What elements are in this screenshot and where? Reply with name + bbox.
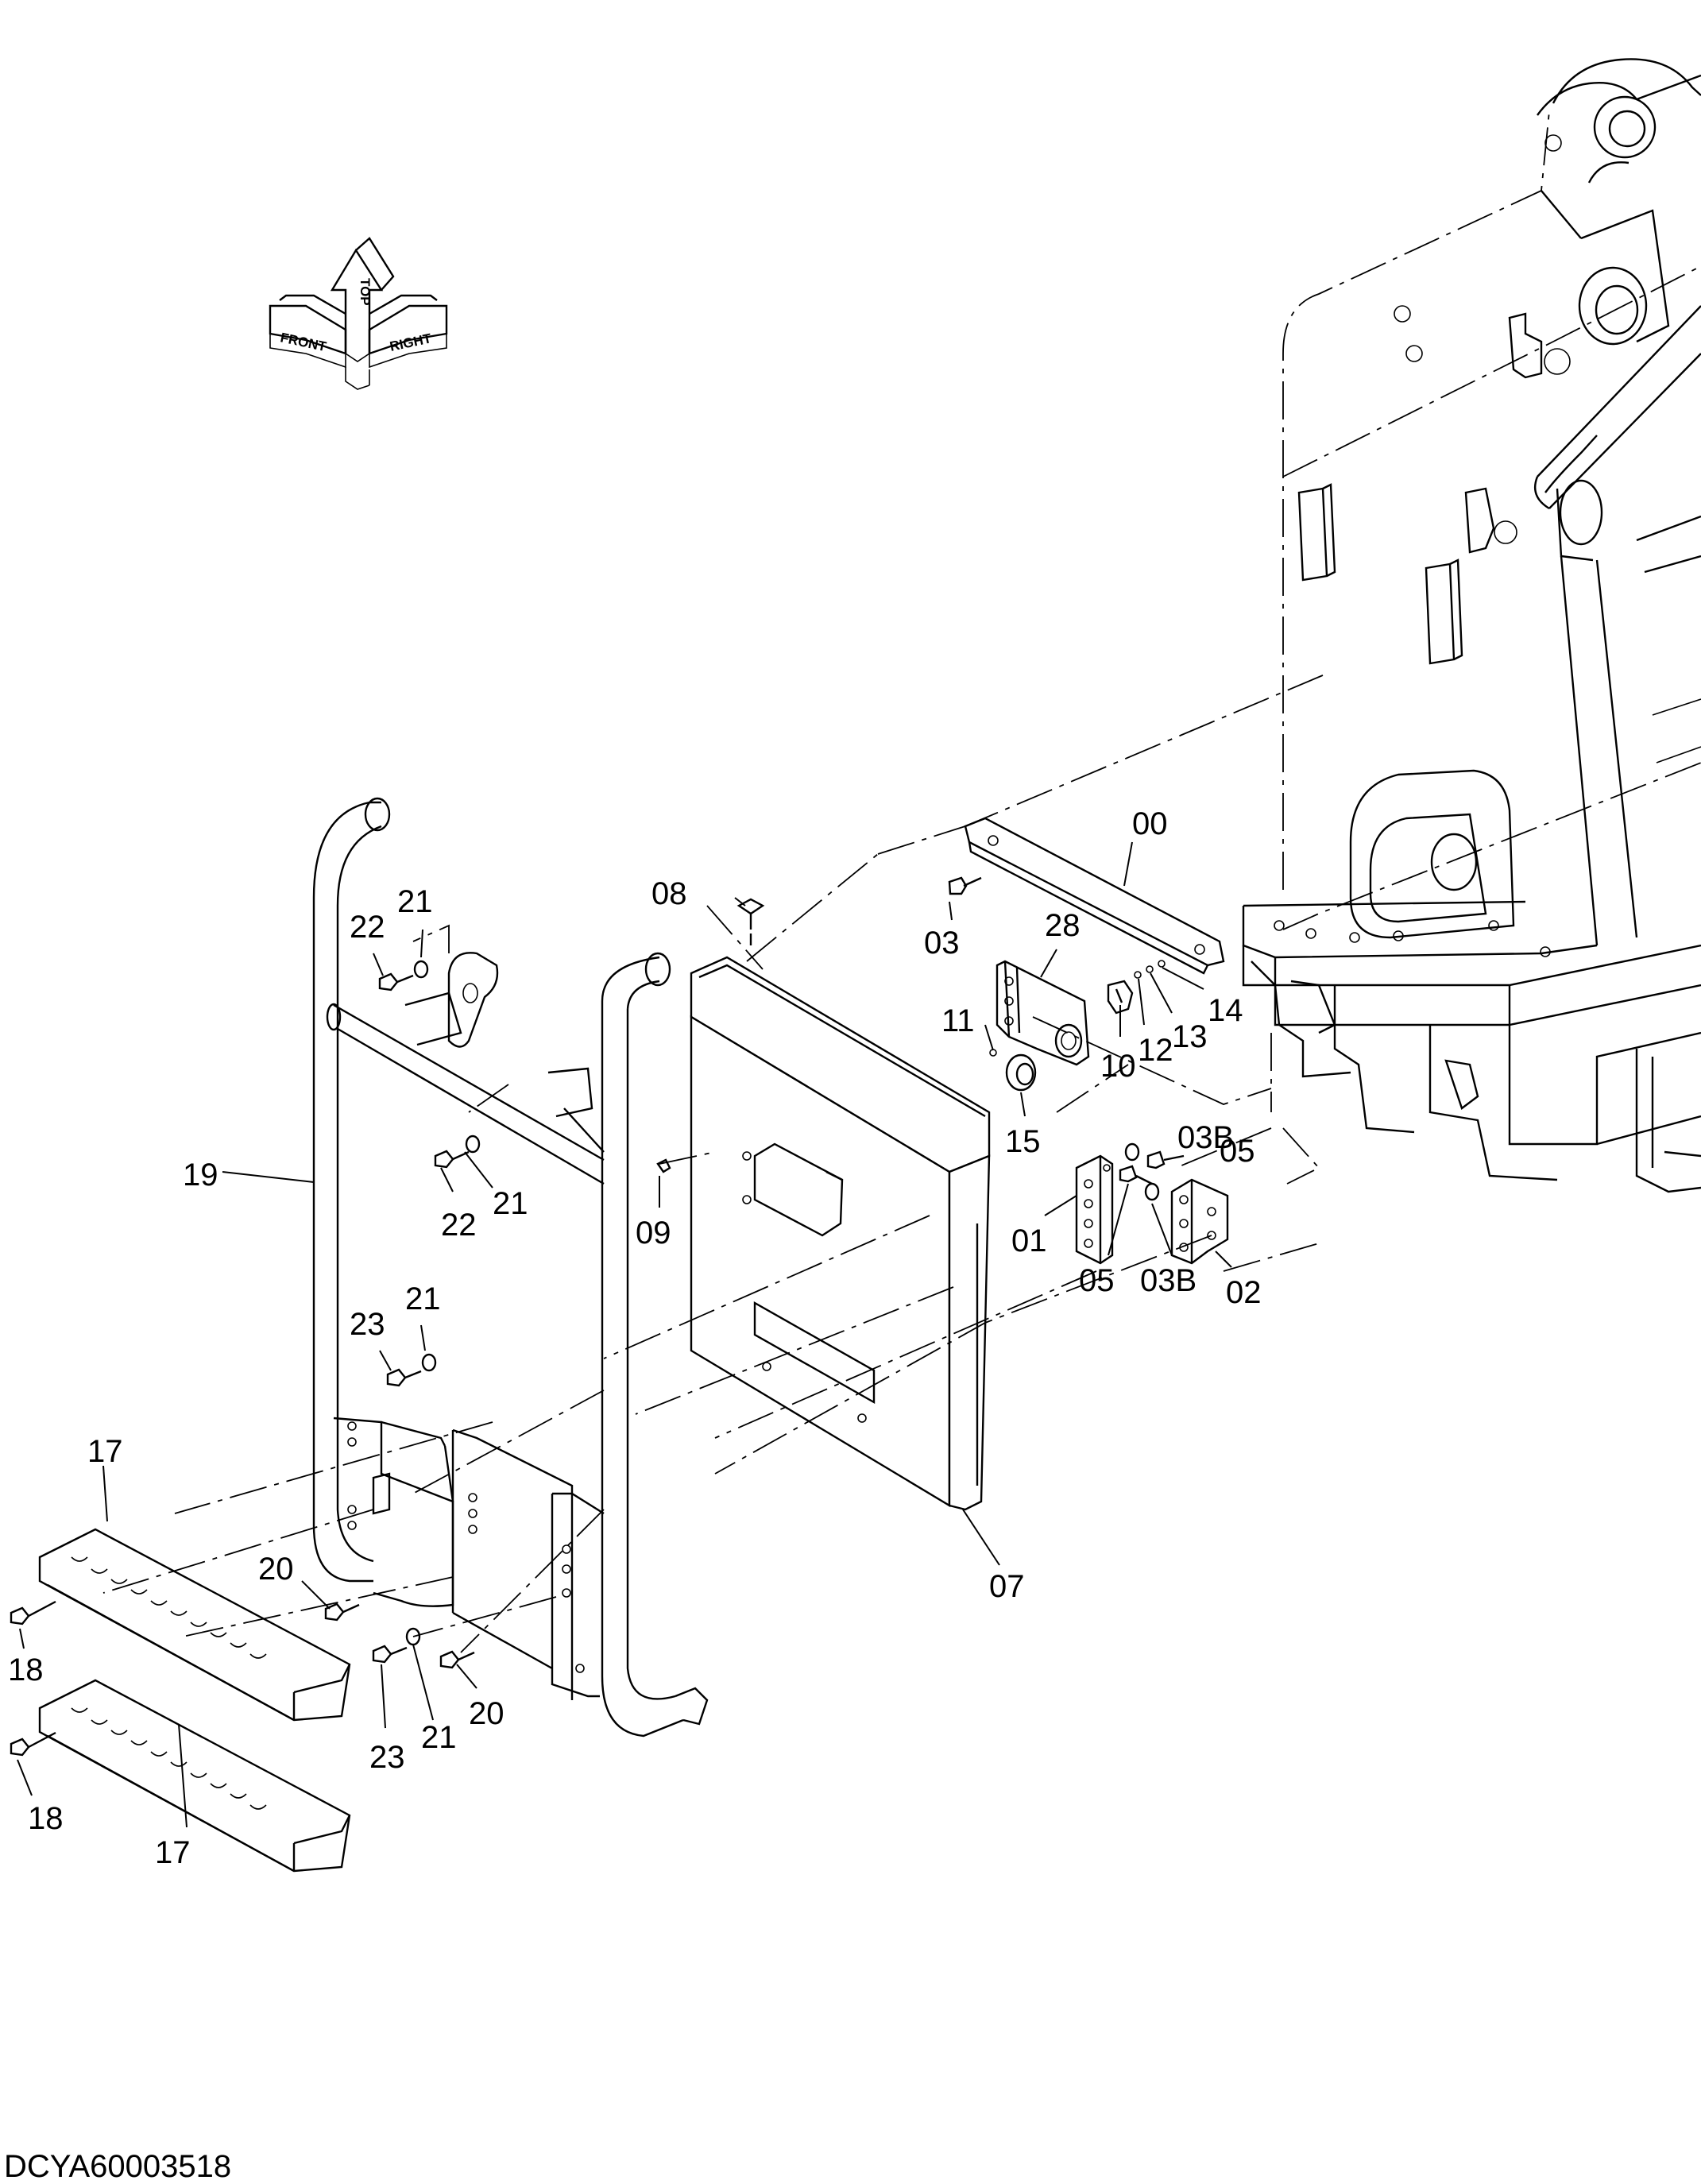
part-label-03: 03 bbox=[924, 926, 960, 961]
step-tread-17-lower bbox=[38, 1679, 351, 1873]
part-label-17-lower: 17 bbox=[155, 1835, 191, 1870]
latch-plate-28 bbox=[995, 960, 1090, 1066]
part-label-12: 12 bbox=[1138, 1033, 1173, 1068]
compass-top-label: TOP bbox=[358, 278, 373, 306]
part-label-22-a: 22 bbox=[350, 910, 385, 945]
part-label-08: 08 bbox=[651, 876, 687, 911]
part-label-23-a: 23 bbox=[350, 1307, 385, 1342]
part-label-01: 01 bbox=[1011, 1223, 1047, 1258]
bracket-00 bbox=[877, 675, 1324, 975]
part-label-05-upper: 05 bbox=[1220, 1134, 1255, 1169]
part-label-09: 09 bbox=[636, 1216, 671, 1250]
part-label-03b-upper: 03B bbox=[1177, 1120, 1234, 1155]
part-label-03b-lower: 03B bbox=[1140, 1263, 1196, 1298]
part-label-17-upper: 17 bbox=[87, 1434, 123, 1469]
part-labels: 00 01 02 03 03B 03B 05 05 07 08 09 10 11… bbox=[8, 806, 1262, 1870]
handrail-19 bbox=[312, 797, 709, 1738]
step-tread-17-upper bbox=[38, 1528, 351, 1722]
machine-frame bbox=[1242, 58, 1701, 1193]
cover-panel-07 bbox=[690, 853, 991, 1511]
hinge-02 bbox=[1170, 1178, 1229, 1265]
part-label-05-lower: 05 bbox=[1079, 1263, 1115, 1298]
hinge-01 bbox=[1075, 1154, 1114, 1265]
part-label-07: 07 bbox=[989, 1569, 1025, 1604]
small-hardware bbox=[10, 876, 1185, 1757]
part-label-20-lower: 20 bbox=[469, 1696, 505, 1731]
clip-10 bbox=[1107, 980, 1134, 1015]
part-label-19: 19 bbox=[183, 1158, 218, 1193]
part-label-21-d: 21 bbox=[421, 1720, 457, 1755]
part-label-23-b: 23 bbox=[369, 1740, 405, 1775]
part-label-15: 15 bbox=[1005, 1124, 1041, 1159]
document-code: DCYA60003518 bbox=[4, 2149, 231, 2184]
part-label-13: 13 bbox=[1172, 1019, 1208, 1054]
part-label-22-b: 22 bbox=[441, 1208, 477, 1243]
part-label-28: 28 bbox=[1045, 908, 1081, 943]
leader-lines bbox=[17, 841, 1232, 1828]
grommet-15 bbox=[1005, 1053, 1037, 1092]
part-label-18-upper: 18 bbox=[8, 1652, 44, 1687]
part-label-10: 10 bbox=[1100, 1049, 1136, 1084]
part-label-11: 11 bbox=[941, 1003, 975, 1038]
assembly-centerlines bbox=[102, 905, 1320, 1653]
part-label-14: 14 bbox=[1208, 993, 1243, 1028]
part-label-18-lower: 18 bbox=[28, 1801, 64, 1836]
part-label-21-c: 21 bbox=[405, 1281, 441, 1316]
part-label-21-b: 21 bbox=[493, 1186, 528, 1221]
part-label-21-a: 21 bbox=[397, 884, 433, 919]
orientation-compass: FRONT TOP RIGHT bbox=[269, 237, 448, 390]
part-label-00: 00 bbox=[1132, 806, 1168, 841]
part-label-02: 02 bbox=[1226, 1275, 1262, 1310]
part-label-20-upper: 20 bbox=[258, 1552, 294, 1587]
